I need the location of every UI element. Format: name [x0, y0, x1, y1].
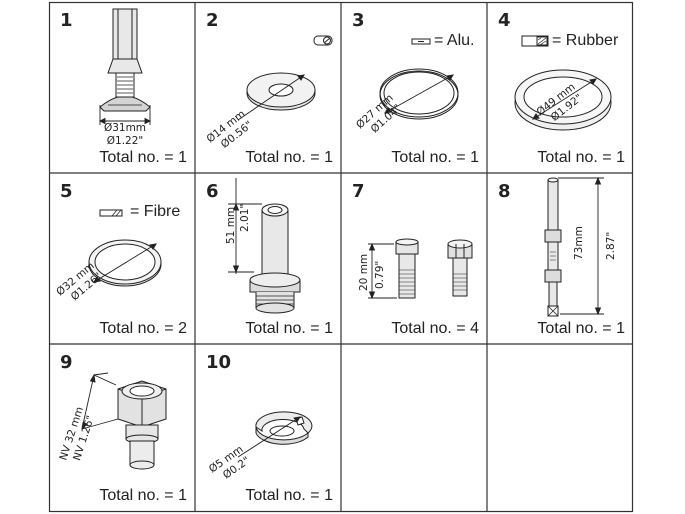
dimension-mm-label: 73mm [573, 226, 585, 260]
part-number: 8 [498, 181, 511, 202]
dimension-mm-label: 20 mm [358, 254, 370, 291]
dimension-inch-label: 0.79" [374, 261, 386, 289]
fibre-ring-drawing: Ø32 mm Ø1.26" [54, 209, 162, 303]
part-cell-8: 8 73mm 2.87" [488, 174, 633, 344]
part-number: 6 [206, 181, 219, 202]
fibre-legend-icon [99, 209, 123, 217]
part-cell-5: 5 Ø32 mm Ø1.26" = Fibre Total no. = 2 [50, 174, 195, 344]
tube-adapter-drawing: 51 mm 2.01" [225, 178, 301, 314]
part-cell-9: 9 NV 32 mm NV 1.26" [50, 345, 195, 511]
material-legend-label: = Alu. [434, 32, 475, 49]
part-cell-6: 6 51 mm 2.01" [196, 174, 341, 344]
alu-legend-icon [411, 38, 431, 45]
empty-cell [488, 345, 633, 511]
valve-body-drawing: Ø31mm Ø1.22" [98, 8, 152, 147]
rubber-legend-icon [521, 35, 549, 47]
part-cell-7: 7 20 mm [342, 174, 487, 344]
dimension-inch-label: 2.01" [239, 204, 251, 232]
part-number: 4 [498, 10, 511, 31]
total-count: Total no. = 1 [391, 149, 479, 166]
part-number: 10 [206, 352, 232, 373]
part-number: 1 [60, 10, 73, 31]
total-count: Total no. = 4 [391, 320, 479, 337]
part-number: 3 [352, 10, 365, 31]
total-count: Total no. = 1 [99, 487, 187, 504]
part-cell-10: 10 Ø5 mm Ø0.2" Total no. = 1 [196, 345, 341, 511]
alu-ring-drawing: Ø27 mm Ø1.04" [354, 38, 459, 136]
part-number: 5 [60, 181, 73, 202]
empty-cell [342, 345, 487, 511]
part-number: 7 [352, 181, 365, 202]
dimension-inch-label: 2.87" [605, 232, 617, 260]
washer-drawing: Ø14 mm Ø0.56" [204, 35, 333, 151]
dimension-inch-label: Ø1.22" [107, 135, 143, 147]
part-number: 9 [60, 352, 73, 373]
rubber-ring-drawing: Ø49 mm Ø1.92" [514, 35, 612, 131]
total-count: Total no. = 1 [245, 149, 333, 166]
material-legend-label: = Fibre [130, 203, 181, 220]
total-count: Total no. = 1 [537, 149, 625, 166]
total-count: Total no. = 2 [99, 320, 187, 337]
part-cell-2: 2 Ø14 mm Ø0.56" Total no. = 1 [196, 3, 341, 173]
part-cell-4: 4 Ø49 mm Ø1.92" = Rubber Total no. = 1 [488, 3, 633, 173]
hex-bolt [447, 239, 473, 297]
material-legend-label: = Rubber [552, 32, 619, 49]
total-count: Total no. = 1 [537, 320, 625, 337]
steel-legend-icon [313, 35, 333, 46]
part-cell-1: 1 Ø31mm Ø1.22" Total no. = 1 [50, 3, 195, 173]
part-cell-3: 3 Ø27 mm Ø1.04" = Alu. Total no. = 1 [342, 3, 487, 173]
dimension-mm-label: 51 mm [225, 207, 237, 244]
dimension-mm-label: Ø31mm [104, 122, 146, 134]
total-count: Total no. = 1 [245, 487, 333, 504]
lock-washer-drawing: Ø5 mm Ø0.2" [207, 411, 313, 482]
part-number: 2 [206, 10, 219, 31]
socket-bolt [395, 238, 419, 299]
bolts-drawing: 20 mm 0.79" [358, 238, 473, 300]
total-count: Total no. = 1 [245, 320, 333, 337]
hex-nipple-drawing: NV 32 mm NV 1.26" [57, 372, 167, 470]
spindle-tool-drawing: 73mm 2.87" [544, 176, 617, 317]
total-count: Total no. = 1 [99, 149, 187, 166]
